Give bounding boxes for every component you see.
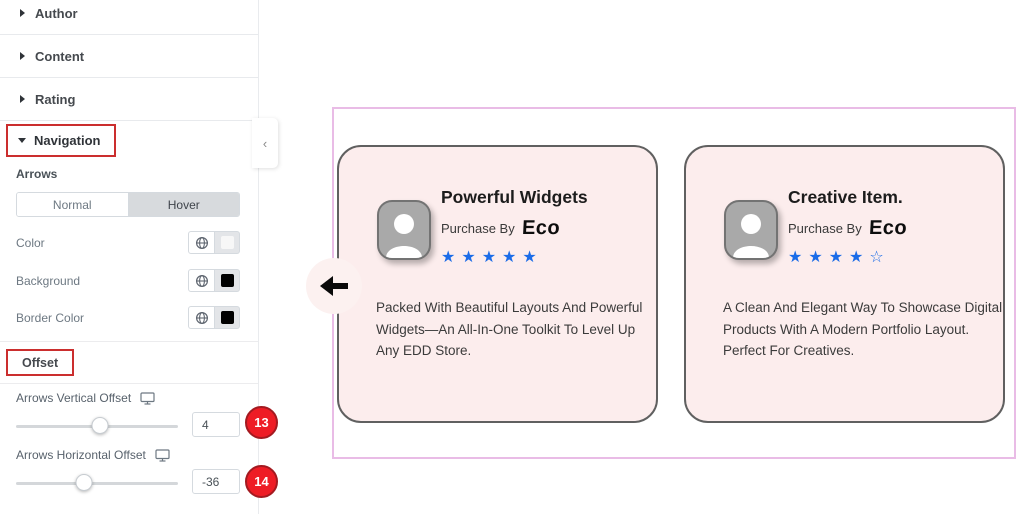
product-card-creative-item[interactable]: Creative Item. Purchase By Eco ★★★★☆ A C… — [684, 145, 1005, 423]
star-rating: ★★★★★ — [441, 249, 543, 266]
section-header-content[interactable]: Content — [0, 35, 258, 78]
card-header: Powerful Widgets Purchase By Eco ★★★★★ — [441, 187, 588, 267]
global-colors-button[interactable] — [188, 269, 215, 292]
control-label: Border Color — [16, 310, 85, 325]
annotation-badge-14: 14 — [245, 465, 278, 498]
color-swatch — [220, 274, 234, 287]
person-icon — [386, 214, 422, 258]
star-rating: ★★★★☆ — [788, 249, 890, 266]
purchase-prefix: Purchase By — [441, 221, 515, 236]
chevron-left-icon: ‹ — [262, 135, 268, 151]
vertical-offset-input[interactable] — [192, 412, 240, 437]
settings-panel: Author Content Rating Navigation Arrows … — [0, 0, 278, 514]
panel-collapse-button[interactable]: ‹ — [252, 118, 278, 168]
card-title: Powerful Widgets — [441, 187, 588, 207]
section-label: Content — [35, 48, 85, 64]
horizontal-offset-input[interactable] — [192, 469, 240, 494]
color-swatch-button[interactable] — [215, 269, 240, 292]
product-card-powerful-widgets[interactable]: Powerful Widgets Purchase By Eco ★★★★★ P… — [337, 145, 658, 423]
slider-handle[interactable] — [91, 417, 109, 434]
section-label: Rating — [35, 91, 76, 107]
color-picker-group — [188, 306, 240, 329]
vertical-offset-label-row: Arrows Vertical Offset — [16, 391, 155, 405]
global-colors-button[interactable] — [188, 231, 215, 254]
brand-logo: Eco — [868, 217, 908, 239]
divider — [0, 341, 258, 342]
control-label: Color — [16, 235, 45, 250]
card-header: Creative Item. Purchase By Eco ★★★★☆ — [788, 187, 907, 267]
arrow-left-icon — [320, 276, 348, 296]
section-header-rating[interactable]: Rating — [0, 78, 258, 121]
color-swatch-button[interactable] — [215, 231, 240, 254]
control-row-border-color: Border Color — [16, 306, 240, 329]
card-description: A Clean And Elegant Way To Showcase Digi… — [723, 300, 1003, 358]
color-swatch — [220, 236, 234, 249]
offset-highlight-annotation: Offset — [6, 349, 75, 376]
card-description: Packed With Beautiful Layouts And Powerf… — [376, 300, 643, 358]
arrows-label: Arrows — [16, 167, 58, 181]
purchase-line: Purchase By Eco — [788, 217, 907, 240]
tab-hover[interactable]: Hover — [128, 193, 239, 216]
brand-logo: Eco — [521, 217, 561, 239]
globe-icon — [195, 311, 208, 324]
color-swatch — [220, 311, 234, 324]
purchase-prefix: Purchase By — [788, 221, 862, 236]
section-label: Navigation — [34, 133, 101, 148]
tab-normal[interactable]: Normal — [17, 193, 129, 216]
annotation-badge-13: 13 — [245, 406, 278, 439]
purchase-line: Purchase By Eco — [441, 217, 588, 240]
globe-icon — [195, 236, 208, 249]
section-header-author[interactable]: Author — [0, 0, 258, 35]
control-row-color: Color — [16, 231, 240, 254]
caret-down-icon — [18, 138, 26, 143]
caret-right-icon — [20, 95, 25, 103]
control-label: Background — [16, 273, 81, 288]
carousel-prev-button[interactable] — [306, 258, 362, 314]
color-picker-group — [188, 231, 240, 254]
horizontal-offset-label-row: Arrows Horizontal Offset — [16, 448, 170, 462]
avatar — [724, 200, 778, 260]
caret-right-icon — [20, 9, 25, 17]
caret-right-icon — [20, 52, 25, 60]
desktop-icon[interactable] — [155, 448, 170, 462]
divider — [0, 383, 258, 384]
global-colors-button[interactable] — [188, 306, 215, 329]
slider-handle[interactable] — [75, 474, 93, 491]
color-swatch-button[interactable] — [215, 306, 240, 329]
offset-heading: Offset — [22, 355, 59, 370]
control-row-background: Background — [16, 269, 240, 292]
slider-track — [16, 482, 178, 485]
person-icon — [733, 214, 769, 258]
desktop-icon[interactable] — [140, 391, 155, 405]
horizontal-offset-slider — [16, 474, 178, 492]
control-label: Arrows Vertical Offset — [16, 391, 132, 405]
avatar — [377, 200, 431, 260]
card-title: Creative Item. — [788, 187, 903, 207]
navigation-highlight-annotation: Navigation — [6, 124, 117, 157]
globe-icon — [195, 274, 208, 287]
state-tabs: Normal Hover — [16, 192, 240, 217]
section-header-navigation[interactable]: Navigation — [8, 133, 114, 148]
section-label: Author — [35, 5, 78, 21]
vertical-offset-slider — [16, 417, 178, 435]
control-label: Arrows Horizontal Offset — [16, 448, 146, 462]
color-picker-group — [188, 269, 240, 292]
